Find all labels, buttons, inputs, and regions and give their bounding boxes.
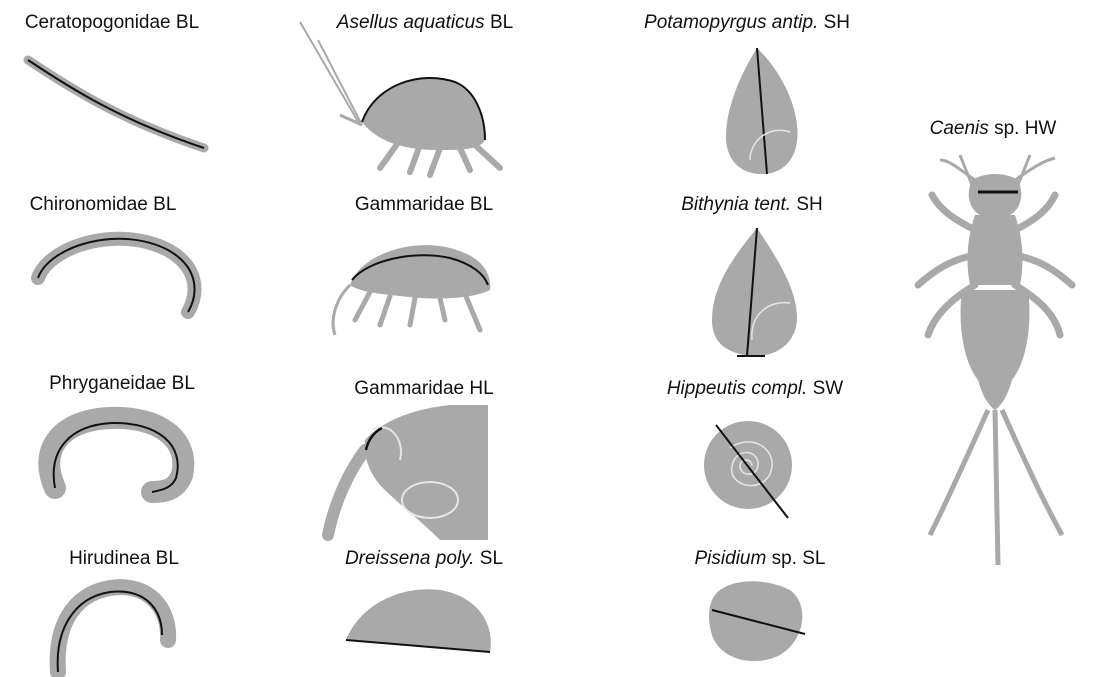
hippeutis-silhouette <box>704 421 792 518</box>
potamopyrgus-silhouette <box>726 48 798 174</box>
hirudinea-silhouette <box>58 587 169 672</box>
asellus-silhouette <box>300 22 500 175</box>
chironomidae-silhouette <box>38 239 195 312</box>
pisidium-silhouette <box>709 581 805 661</box>
dreissena-silhouette <box>346 589 491 652</box>
phryganeidae-silhouette <box>49 418 183 492</box>
ceratopogonidae-silhouette <box>28 60 204 148</box>
gammaridae-bl-silhouette <box>333 245 490 335</box>
caenis-silhouette <box>918 155 1072 565</box>
bithynia-silhouette <box>712 228 797 356</box>
gammaridae-hl-silhouette <box>328 405 488 540</box>
